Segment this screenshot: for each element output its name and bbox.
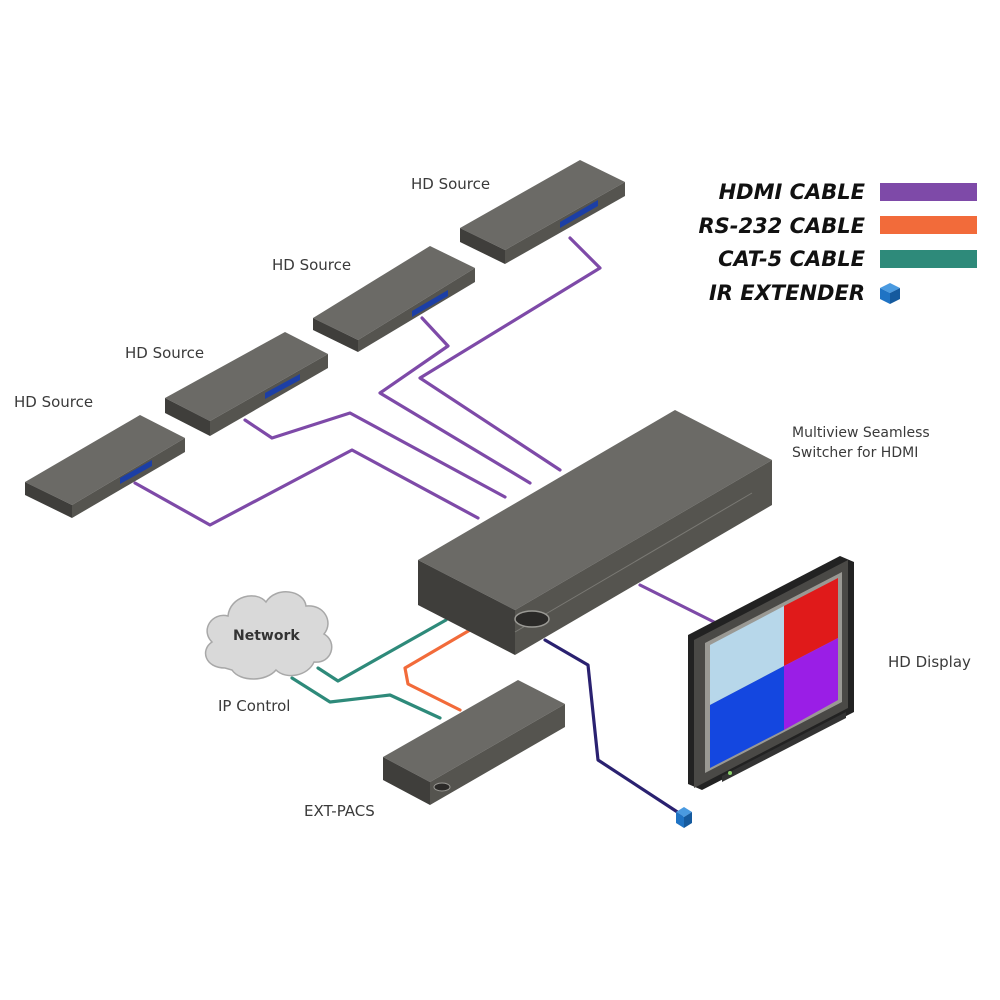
display-label: HD Display [888,653,971,671]
display-power-led [728,771,732,775]
source-3-front [313,318,358,352]
legend-item-hdmi: HDMI CABLE [719,180,977,204]
source-1-top [25,415,185,505]
source-device-2 [165,332,328,436]
legend-swatch-rs232 [880,216,977,234]
ext-pacs-side [430,704,565,805]
source-device-3 [313,246,475,352]
cat5-cable-network-to-switcher [316,618,448,683]
multiview-switcher [418,410,772,655]
ext-pacs-top [383,680,565,782]
source-1-port [120,460,152,484]
display-quadrant-top-right [784,578,838,666]
hd-display [688,556,854,790]
legend-item-cat5: CAT-5 CABLE [718,247,977,271]
switcher-top [418,410,772,610]
switcher-logo [514,610,550,628]
switcher-front [418,560,515,655]
source-1-front [25,482,72,518]
switcher-seam [514,492,753,633]
ext-pacs-label: EXT-PACS [304,802,375,820]
hdmi-cable-display [638,583,722,627]
ir-extender-cable [543,638,684,817]
display-quadrant-bottom-right [784,638,838,730]
legend-label-cat5: CAT-5 CABLE [718,247,866,271]
legend-item-rs232: RS-232 CABLE [698,214,977,238]
ext-pacs-logo [433,782,451,792]
hdmi-cable-source-4 [418,236,602,472]
hdmi-cable-source-3 [378,316,532,485]
switcher-label-line1: Multiview Seamless [792,425,930,441]
source-3-label: HD Source [272,256,351,274]
hdmi-cable-source-1 [133,448,480,527]
legend-swatch-hdmi [880,183,977,201]
source-device-4 [460,160,625,264]
source-device-1 [25,415,185,518]
source-4-top [460,160,625,250]
network-cloud-label: Network [233,628,300,644]
ir-extender-cube [676,807,692,828]
source-2-port [265,374,300,399]
source-3-top [313,246,475,340]
ext-pacs-front [383,757,430,805]
network-cloud: Network [204,591,333,680]
source-4-front [460,228,505,264]
control-cables [290,618,472,720]
legend-swatch-cat5 [880,250,977,268]
cat5-cable-network-to-extpacs [290,676,442,720]
source-4-label: HD Source [411,175,490,193]
switcher-label-line2: Switcher for HDMI [792,445,918,461]
legend-label-hdmi: HDMI CABLE [719,180,866,204]
ip-control-label: IP Control [218,697,290,715]
cloud-shape [204,591,333,680]
source-1-label: HD Source [14,393,93,411]
rs232-cable-switcher-to-extpacs [403,628,472,712]
source-2-front [165,398,210,436]
source-3-port [412,290,448,317]
legend: HDMI CABLE RS-232 CABLE CAT-5 CABLE IR E… [698,180,977,305]
source-4-port [560,200,598,228]
ext-pacs-device [383,680,565,805]
display-quadrant-top-left [710,606,784,705]
display-quadrant-bottom-left [710,666,784,768]
switcher-side [515,460,772,655]
hdmi-cable-source-2 [243,411,507,499]
source-2-label: HD Source [125,344,204,362]
ir-extender-legend-icon [880,283,900,304]
legend-label-ir-extender: IR EXTENDER [709,281,865,305]
legend-item-ir-extender: IR EXTENDER [709,281,900,305]
hdmi-cables [133,236,722,627]
display-stand [722,712,846,782]
legend-label-rs232: RS-232 CABLE [698,214,865,238]
source-2-top [165,332,328,421]
